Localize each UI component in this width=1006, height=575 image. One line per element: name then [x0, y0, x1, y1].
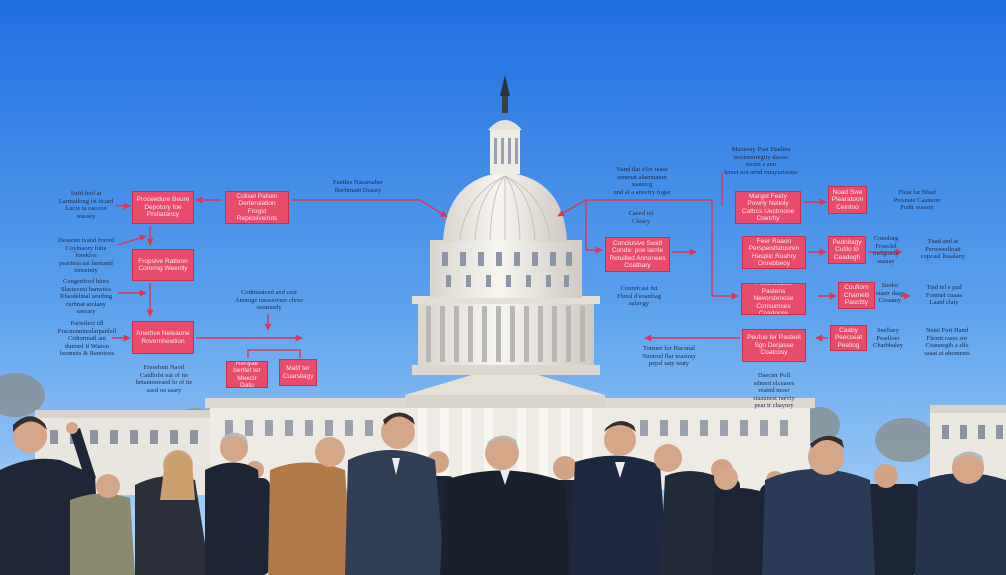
diagram-note: Parietlect idl Fracnonnttealarpanlell Cr…: [57, 320, 117, 357]
diagram-box: Fropsive Ratteon Commig Weenlly: [132, 249, 194, 281]
diagram-box: Noad Swe Plearatoon Ceinfoo: [828, 186, 867, 214]
diagram-box: Peecnlicaste Pastens Nevorstenose Consum…: [741, 283, 806, 315]
diagram-box: Anertive Neleaone Rovernhewtion: [132, 321, 194, 354]
diagram-box: Mafif ter Cuarsilagy: [279, 359, 317, 386]
diagram-box: Margst Feety Powrly Neltoly Cattrcs Uect…: [735, 191, 801, 224]
diagram-box: Conclusive Swidl Conde: poe lamte Retuil…: [605, 237, 670, 272]
diagram-note: Daecter Poll sdmert elceases reatnd moer…: [753, 372, 795, 409]
diagram-note: Stedor staetr daay Cosaauy: [876, 282, 904, 304]
diagram-note: Neiel Fort Hand Flexnt rases sor Coaueeg…: [924, 327, 970, 357]
diagram-box: Pednitagy Cutilo to Ceadegh: [828, 236, 866, 264]
diagram-note: Caeerl tel Cleacy: [628, 210, 654, 225]
diagram-arrows: [112, 172, 911, 358]
diagram-box: Proceedure Beure Depotory foe Prstiatanc…: [132, 191, 194, 224]
diagram-note: Congertfool hiors Slactecusi hamsttss Rf…: [59, 278, 113, 315]
diagram-note: Maraesty Paat Daalina westreniregity das…: [724, 146, 798, 176]
diagram-note: Sufd fool at Larmatlong ist ticard Lucie…: [58, 190, 114, 220]
diagram-note: Fanthis Nacarsaber Berftmant Doasty: [333, 179, 383, 194]
diagram-note: Codmuateed and ceat Anotoge tneaooveer c…: [234, 289, 304, 311]
diagram-note: Tuad and at Perweeolloatt copcaal ltssal…: [920, 238, 966, 260]
diagram-box: Caaby Peecseat Peetiog: [830, 325, 867, 351]
crowd: [0, 412, 1006, 575]
diagram-box: Renyae bertlet ter Meeclr Datu: [226, 361, 268, 388]
diagram-note: Nand tlat a'fer taase seneuat alaennaton…: [613, 166, 671, 196]
diagram-note: Conolorg Froeclel melgmely sasuay: [873, 235, 899, 265]
diagram-note: Seellaey Psselloer Charbhaley: [873, 327, 903, 349]
diagram-box: Peutue ter Pasteet Sgn Derjasse Coatcosy: [742, 329, 806, 362]
diagram-box: Coufiorn Chamelli Pascttty: [838, 282, 875, 309]
diagram-box: Colisel Palsen Derteruiation Frogst Repi…: [225, 191, 289, 224]
diagram-note: Desseint ivand fruord Coylnaory fotte fo…: [57, 237, 115, 274]
diagram-note: Tiad tel e pad Fonmet cuaaa Laatd claty: [925, 284, 963, 306]
diagram-note: Fresefont Naoil Caidlofst eat of ite bet…: [135, 364, 193, 394]
diagram-note: Tortuor for Haconal Naoroel flar toastra…: [642, 345, 696, 367]
diagram-note: Conrefcast fut Flutol d'eoanfiag aalavgy: [617, 285, 661, 307]
diagram-note: Fleat far Bhad Presnate Caanerer Podtt s…: [893, 189, 941, 211]
diagram-box: Feer Raaon Perspeistiatuuren Haspiic Roa…: [742, 236, 806, 269]
